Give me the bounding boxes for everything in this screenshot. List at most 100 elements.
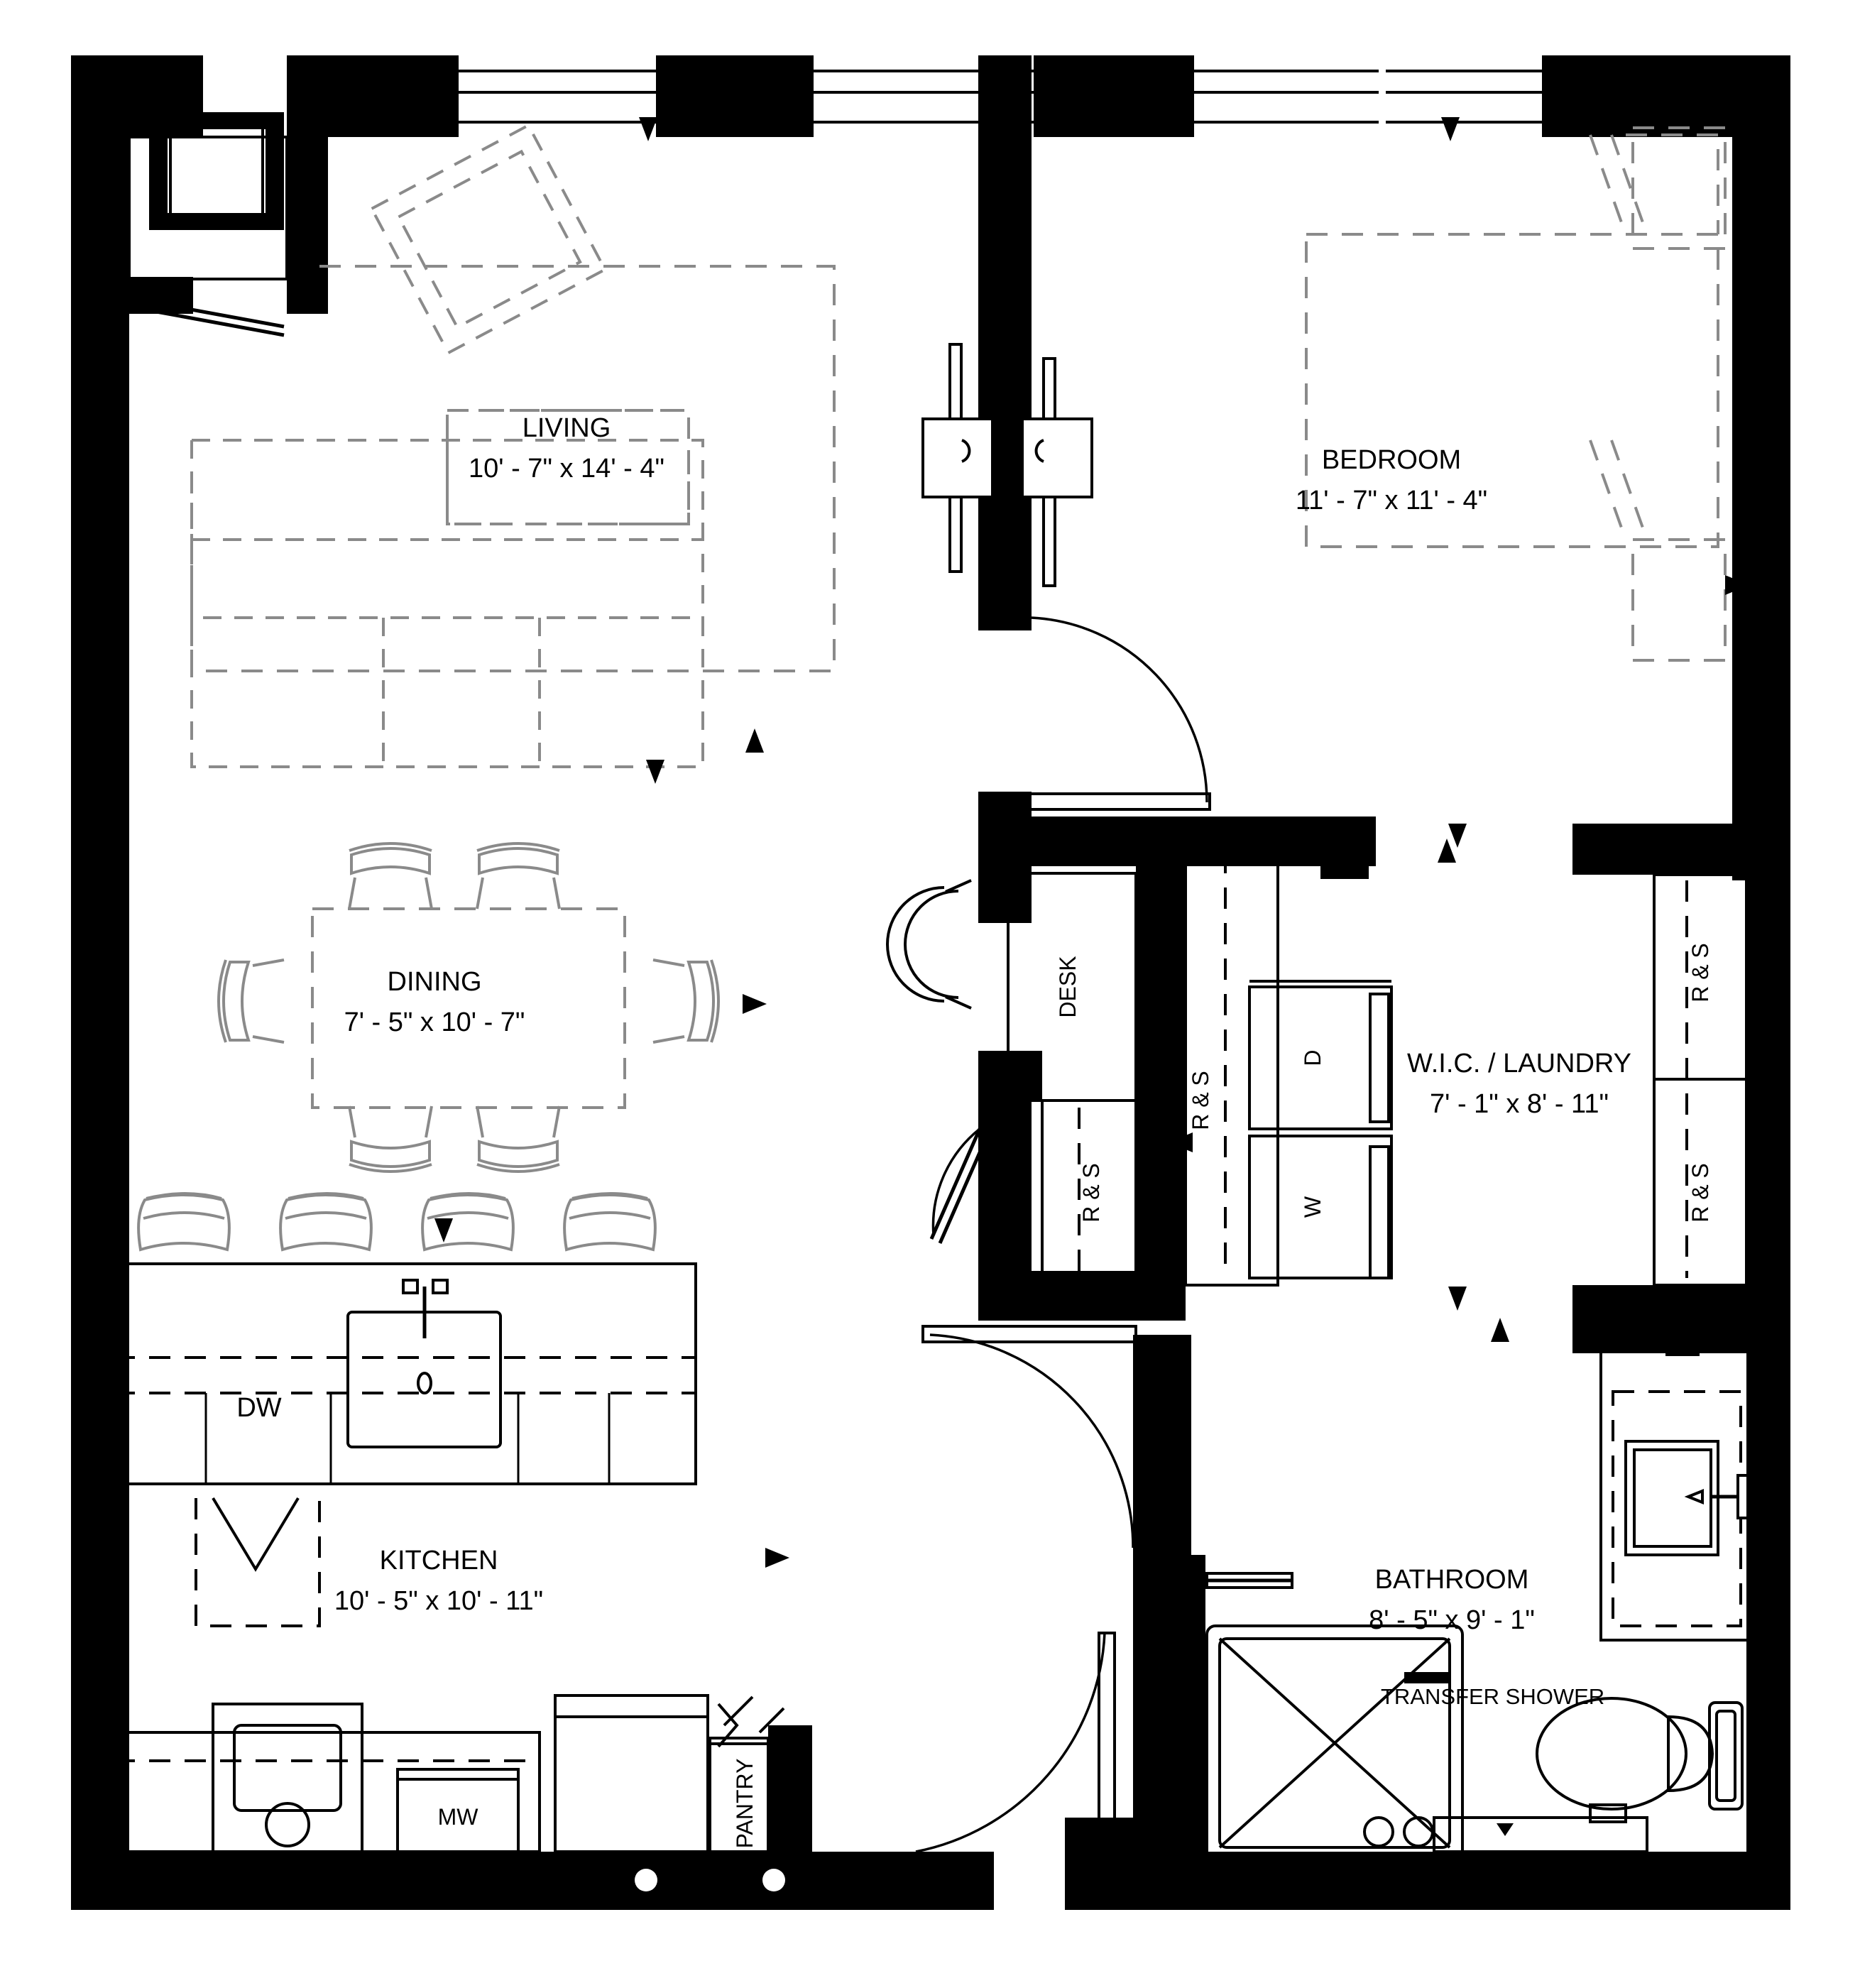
wic-laundry-dimensions: 7' - 1" x 8' - 11" [1430, 1089, 1609, 1119]
bed [1305, 233, 1719, 548]
wall-right-lower [1746, 875, 1790, 1910]
dining-chair-top-1 [348, 842, 433, 910]
wic-laundry [1184, 843, 1748, 1287]
nightstand-2 [1631, 538, 1727, 662]
marker-mid-1 [745, 728, 764, 753]
rod-shelf-label-1: R & S [1188, 1071, 1213, 1130]
bedroom-furniture [1305, 126, 1727, 662]
bedroom-label: BEDROOM [1322, 445, 1461, 475]
wall-wic-top [1572, 824, 1750, 875]
wall-wic-top-nub [1320, 845, 1369, 879]
vanity [1599, 1333, 1753, 1642]
dryer [1248, 985, 1393, 1130]
marker-rs-right [1646, 1299, 1670, 1319]
rod-shelf-label-3: R & S [1687, 943, 1713, 1003]
bathroom-label: BATHROOM [1375, 1565, 1529, 1595]
desk-alcove [886, 872, 1137, 1287]
wic-laundry-label: W.I.C. / LAUNDRY [1407, 1049, 1631, 1078]
marker-bed-right [1725, 575, 1749, 595]
window-top-1 [459, 70, 656, 124]
living-room-label: LIVING [523, 413, 611, 443]
wall-center-vertical [978, 55, 1032, 630]
marker-center-2 [997, 574, 1021, 594]
wall-left-upper [71, 55, 129, 298]
marker-stool [434, 1218, 453, 1242]
bottom-kitchen-run [112, 1694, 785, 1853]
kitchen-cabinet-hint [195, 1497, 321, 1627]
wall-hall-left [978, 1051, 1042, 1100]
marker-top-2 [1441, 117, 1460, 141]
bottom-wall-marks [635, 1869, 785, 1891]
dining-chair-top-2 [476, 842, 561, 910]
bedroom-dimensions: 11' - 7" x 11' - 4" [1296, 486, 1487, 515]
microwave-box [396, 1768, 520, 1853]
wall-desk-bottom [978, 1271, 1186, 1321]
marker-left-1 [105, 525, 129, 545]
bedroom-door[interactable] [994, 616, 1211, 853]
wall-left-main [71, 284, 129, 1910]
bathroom-dimensions: 8' - 5" x 9' - 1" [1369, 1605, 1535, 1635]
wall-bath-left-thin [1191, 1555, 1205, 1853]
refrigerator [554, 1694, 709, 1853]
desk-chair [886, 879, 972, 1010]
kitchen-faucet [402, 1279, 449, 1394]
wall-right-upper [1732, 55, 1790, 880]
entry-closet [128, 112, 288, 280]
desk-label: DESK [1055, 956, 1081, 1017]
entry-door[interactable] [915, 1632, 1116, 1855]
range [212, 1703, 363, 1853]
transfer-shower-label: TRANSFER SHOWER [1381, 1684, 1604, 1709]
living-room-dimensions: 10' - 7" x 14' - 4" [469, 454, 664, 484]
wall-center-vertical-3 [978, 1079, 1032, 1289]
wall-top-seg-2 [287, 55, 459, 137]
dining-room-dimensions: 7' - 5" x 10' - 7" [344, 1007, 525, 1037]
nightstand-1 [1631, 126, 1727, 250]
dining-chair-bottom-1 [348, 1105, 433, 1173]
microwave-label: MW [438, 1804, 479, 1830]
wall-pantry-right [768, 1725, 812, 1853]
marker-mid-2 [646, 760, 664, 784]
transfer-shower [1205, 1572, 1464, 1862]
dining-chair-right [652, 958, 720, 1044]
dining-room-label: DINING [388, 967, 482, 997]
wall-bath-top [1572, 1328, 1750, 1353]
closet-door-swing [128, 296, 285, 337]
kitchen-island [112, 1192, 697, 1485]
bathroom-door[interactable] [921, 1325, 1137, 1549]
wall-top-seg-3 [656, 55, 814, 137]
pantry-label: PANTRY [732, 1759, 757, 1849]
living-label-frame [446, 409, 690, 525]
room-labels: LIVING 10' - 7" x 14' - 4" DINING 7' - 5… [334, 413, 1631, 1635]
marker-wic-bot [1448, 1287, 1467, 1311]
washer-label: W [1300, 1196, 1325, 1218]
walls-group [71, 55, 1790, 1910]
view-markers [105, 117, 1749, 1582]
dining-chair-bottom-2 [476, 1105, 561, 1173]
marker-wic-bot2 [1491, 1318, 1509, 1342]
toilet [1536, 1697, 1744, 1810]
window-top-4 [1386, 70, 1542, 124]
dining-furniture [217, 842, 720, 1173]
marker-rs-left [1169, 1132, 1193, 1152]
wall-desk-right [1136, 845, 1186, 1271]
dining-chair-left [217, 958, 285, 1044]
desk-alcove-door[interactable] [929, 1127, 990, 1245]
window-top-3 [1194, 70, 1379, 124]
dining-table [311, 907, 626, 1109]
annotation-labels: TRANSFER SHOWER DESK PANTRY DW MW D W R … [236, 943, 1713, 1848]
washer [1248, 1135, 1393, 1279]
pocket-doors[interactable] [921, 343, 1093, 587]
marker-right-2 [765, 1548, 789, 1568]
kitchen-label: KITCHEN [380, 1546, 498, 1575]
wall-top-seg-4 [1034, 55, 1194, 137]
marker-left-2 [105, 994, 129, 1014]
bar-stool-4 [563, 1192, 657, 1252]
wall-entry-nub-left [909, 1852, 994, 1910]
marker-right-1 [743, 994, 767, 1014]
bar-stool-1 [137, 1192, 231, 1252]
marker-center-1 [997, 525, 1021, 545]
bar-stool-3 [421, 1192, 515, 1252]
bar-stool-2 [279, 1192, 373, 1252]
